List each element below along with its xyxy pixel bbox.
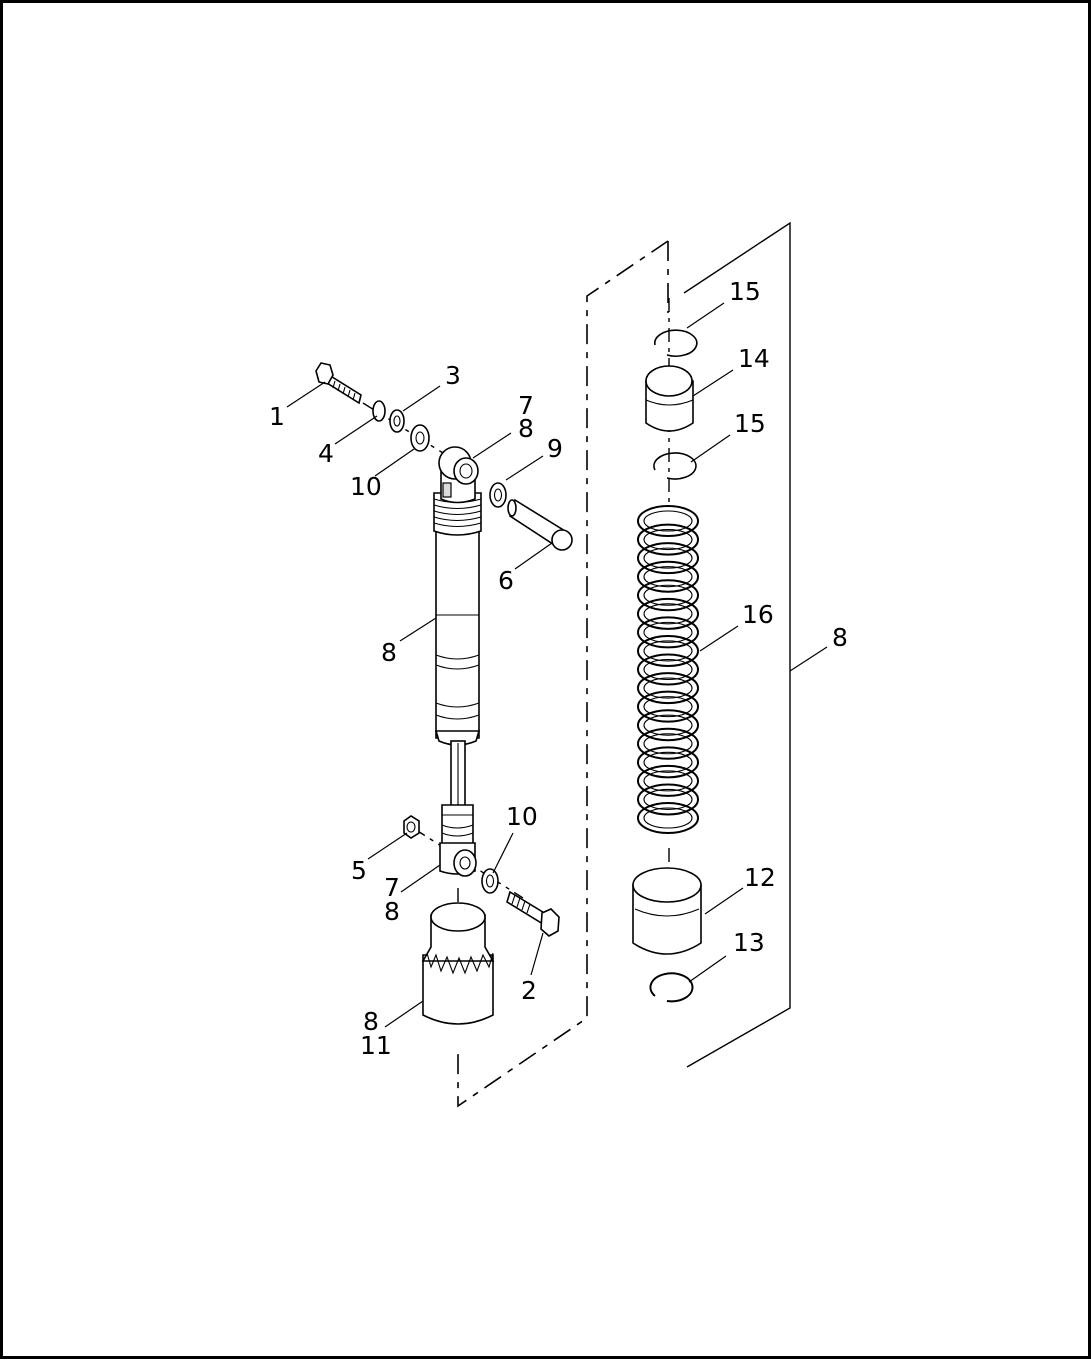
spring-coil <box>637 764 699 797</box>
spring-coil <box>637 802 699 834</box>
callout-7-bottom: 7 <box>384 873 400 902</box>
spring-coil-inner <box>643 603 693 625</box>
callout-8-top: 8 <box>518 414 534 443</box>
snap-ring-13 <box>649 972 694 1003</box>
spring-coil-inner <box>643 529 693 551</box>
leader-lines <box>286 302 828 1028</box>
callout-15-mid: 15 <box>734 409 766 438</box>
shock-cover <box>421 902 495 1025</box>
callout-11: 11 <box>360 1031 392 1060</box>
callout-10-top: 10 <box>350 472 382 501</box>
callout-4: 4 <box>318 439 334 468</box>
spring-coil-inner <box>643 547 693 569</box>
washer-10-bottom <box>481 868 499 894</box>
spring-coil <box>637 616 699 649</box>
callout-8-bottom: 8 <box>384 897 400 926</box>
washer-3 <box>389 409 405 433</box>
spring-coil-inner <box>643 714 693 736</box>
spring-coil <box>637 690 699 723</box>
callout-3: 3 <box>445 361 461 390</box>
spring-coil <box>637 783 699 816</box>
spring-coil <box>637 746 699 779</box>
spring-coil-inner <box>643 640 693 662</box>
callout-9: 9 <box>547 434 563 463</box>
callout-15-top: 15 <box>729 277 761 306</box>
spring-coil <box>637 653 699 686</box>
spring-coil <box>637 560 699 593</box>
kit-bracket <box>683 221 791 1068</box>
spring-coil <box>637 597 699 630</box>
callout-14: 14 <box>738 344 770 373</box>
spring-coil <box>637 505 699 537</box>
callout-12: 12 <box>744 863 776 892</box>
spring-coil-inner <box>643 658 693 681</box>
coil-spring <box>637 505 699 834</box>
spring-coil-inner <box>643 510 693 532</box>
spring-coil <box>637 579 699 612</box>
callout-6: 6 <box>498 566 514 595</box>
callout-16: 16 <box>742 600 774 629</box>
spring-cup-12 <box>632 867 702 955</box>
bushing-14 <box>645 365 694 432</box>
callout-8-body: 8 <box>381 638 397 667</box>
pin-6 <box>507 498 573 551</box>
callout-5: 5 <box>351 856 367 885</box>
callout-8-kit: 8 <box>832 623 848 652</box>
spring-coil-inner <box>643 751 693 773</box>
spring-coil-inner <box>643 696 693 718</box>
spring-coil-inner <box>643 733 693 755</box>
callout-13: 13 <box>733 928 765 957</box>
spring-coil-inner <box>643 566 693 588</box>
washer-9 <box>489 482 507 508</box>
exploded-parts-diagram: 1 2 3 4 5 6 7 8 9 10 8 10 7 8 8 11 15 14… <box>269 221 848 1108</box>
spring-coil <box>637 542 699 575</box>
spring-coil-inner <box>643 788 693 810</box>
callout-8-cover: 8 <box>363 1007 379 1036</box>
spring-coil-inner <box>643 677 693 699</box>
spring-coil-inner <box>643 770 693 792</box>
kit-boundary-dashed <box>457 240 669 1108</box>
spring-coil <box>637 672 699 705</box>
spring-coil <box>637 634 699 667</box>
callout-7-top: 7 <box>518 391 534 420</box>
callout-10-bottom: 10 <box>506 802 538 831</box>
spring-coil <box>637 709 699 742</box>
spring-coil-inner <box>643 584 693 606</box>
spring-coil-inner <box>643 621 693 643</box>
bolt-top <box>315 362 362 405</box>
washer-10-top <box>410 424 430 452</box>
snap-ring-mid <box>653 452 697 480</box>
snap-ring-top <box>654 329 698 357</box>
spring-coil-inner <box>643 807 693 829</box>
shock-absorber <box>433 446 482 877</box>
bolt-bottom <box>506 890 560 937</box>
nut-5 <box>403 815 420 839</box>
callout-1: 1 <box>269 402 285 431</box>
callout-2: 2 <box>521 976 537 1005</box>
spring-coil <box>637 523 699 556</box>
spring-coil <box>637 727 699 760</box>
